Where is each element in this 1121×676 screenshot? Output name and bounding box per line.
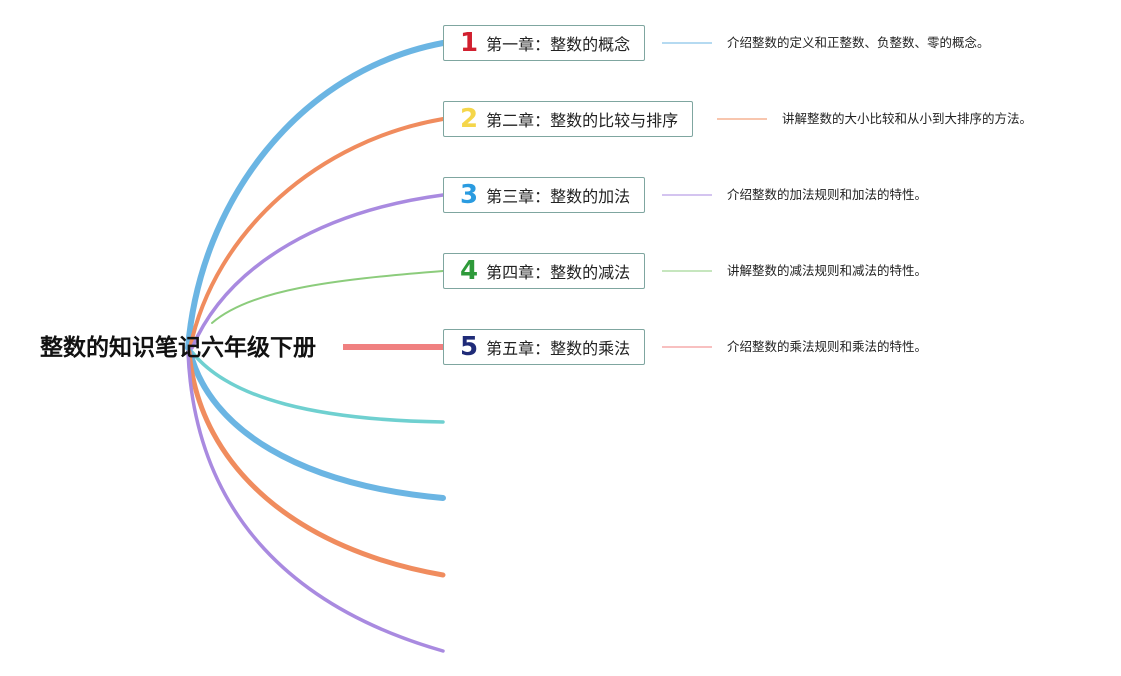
chapter-title-2: 第二章：整数的比较与排序 bbox=[486, 111, 679, 130]
chapter-number-3: 3 bbox=[460, 180, 479, 210]
chapter-description-2[interactable]: 讲解整数的大小比较和从小到大排序的方法。 bbox=[782, 111, 1033, 126]
chapter-node-1[interactable]: 1 第一章：整数的概念 bbox=[443, 25, 646, 61]
root-topic-title[interactable]: 整数的知识笔记六年级下册 bbox=[40, 335, 316, 361]
branch-line-empty-2 bbox=[187, 349, 446, 501]
branch-line-4 bbox=[211, 270, 444, 324]
chapter-node-4[interactable]: 4 第四章：整数的减法 bbox=[443, 253, 646, 289]
chapter-description-4[interactable]: 讲解整数的减法规则和减法的特性。 bbox=[727, 263, 928, 278]
chapter-title-1: 第一章：整数的概念 bbox=[486, 35, 631, 54]
branch-line-2 bbox=[188, 117, 445, 350]
branch-line-empty-4 bbox=[186, 350, 445, 653]
chapter-node-2[interactable]: 2 第二章：整数的比较与排序 bbox=[443, 101, 694, 137]
chapter-description-1[interactable]: 介绍整数的定义和正整数、负整数、零的概念。 bbox=[727, 35, 990, 50]
chapter-description-5[interactable]: 介绍整数的乘法规则和乘法的特性。 bbox=[727, 339, 928, 354]
chapter-title-3: 第三章：整数的加法 bbox=[486, 187, 631, 206]
chapter-title-5: 第五章：整数的乘法 bbox=[486, 339, 631, 358]
chapter-number-5: 5 bbox=[460, 332, 479, 362]
chapter-number-4: 4 bbox=[460, 256, 479, 286]
branch-line-empty-3 bbox=[186, 349, 446, 578]
branch-line-3 bbox=[190, 193, 445, 350]
chapter-number-2: 2 bbox=[460, 104, 479, 134]
chapter-node-5[interactable]: 5 第五章：整数的乘法 bbox=[443, 329, 646, 365]
chapter-number-1: 1 bbox=[460, 28, 479, 58]
branch-line-1 bbox=[185, 40, 446, 351]
chapter-description-3[interactable]: 介绍整数的加法规则和加法的特性。 bbox=[727, 187, 928, 202]
chapter-title-4: 第四章：整数的减法 bbox=[486, 263, 631, 282]
branch-line-empty-1 bbox=[190, 350, 445, 424]
chapter-node-3[interactable]: 3 第三章：整数的加法 bbox=[443, 177, 646, 213]
